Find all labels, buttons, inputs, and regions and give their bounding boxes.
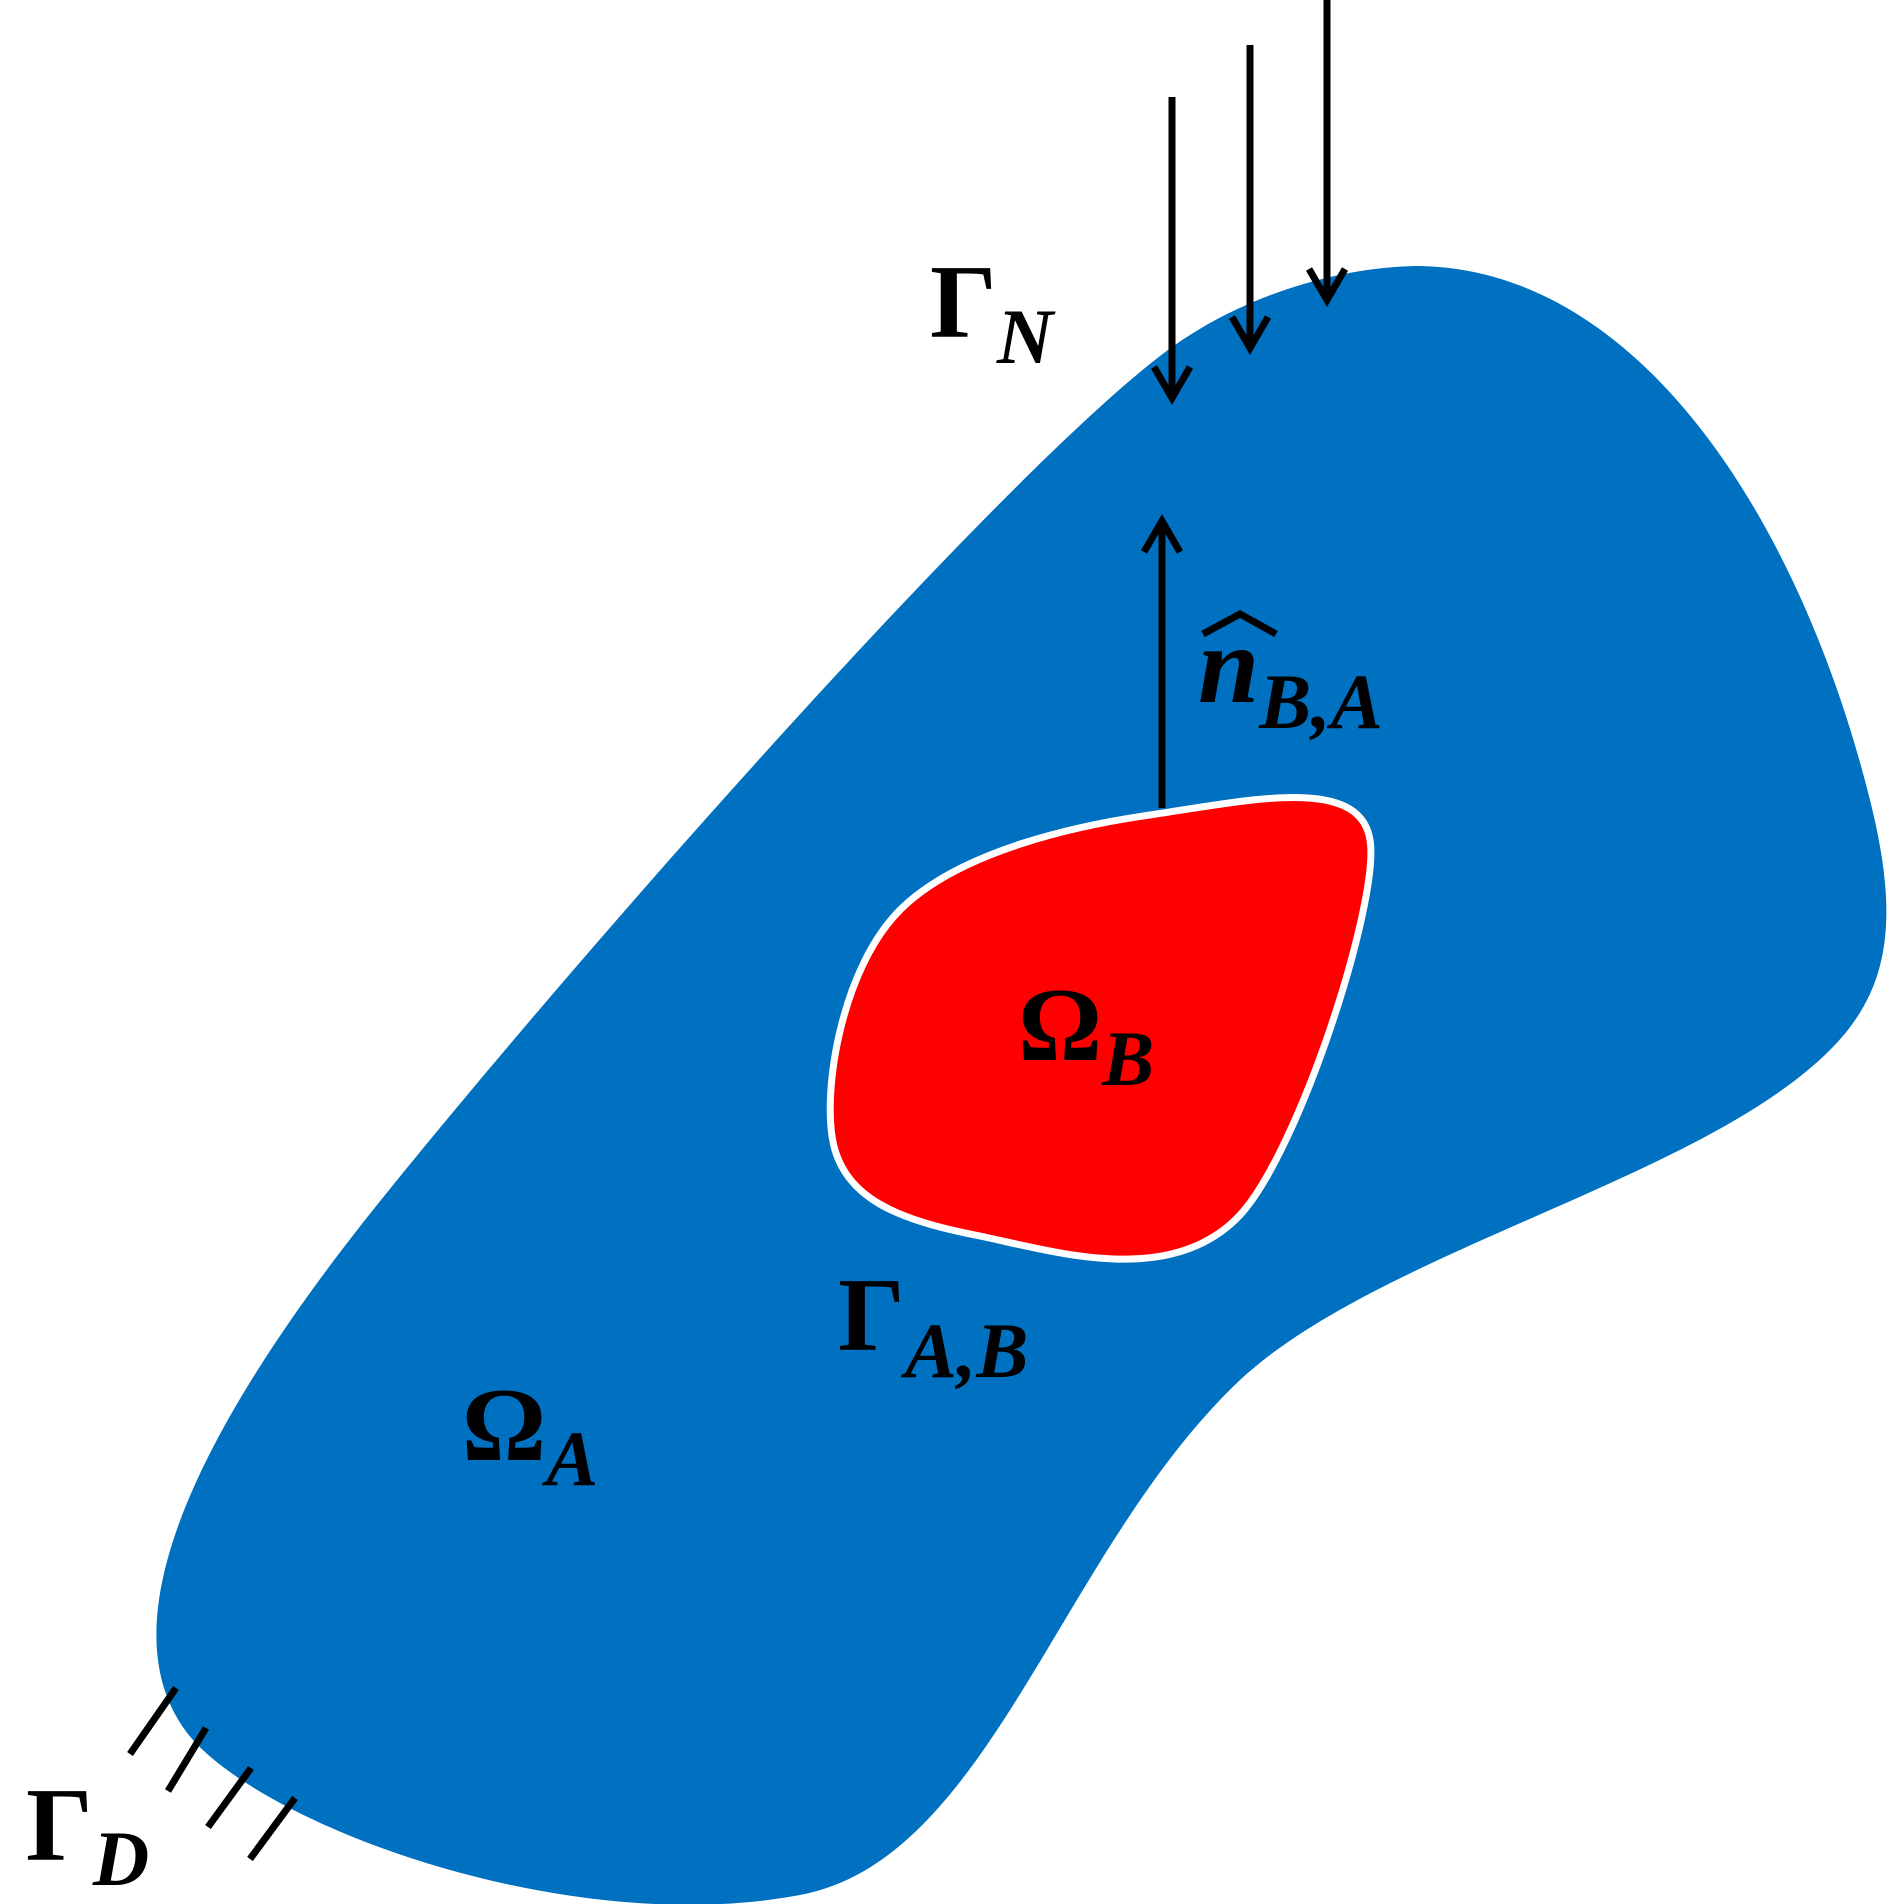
label-omega-a: ΩA xyxy=(462,1366,598,1502)
load-arrow xyxy=(1150,97,1194,405)
label-gamma-a-b: ΓA,B xyxy=(838,1256,1028,1394)
label-omega-b: ΩB xyxy=(1018,966,1154,1102)
neumann-load-arrows xyxy=(1150,0,1349,405)
normal-vector-arrow xyxy=(1140,514,1184,808)
svg-text:nB,A: nB,A xyxy=(1198,604,1383,745)
dirichlet-support-hatching xyxy=(127,1685,298,1862)
label-gamma-d: ΓD xyxy=(26,1766,149,1902)
label-gamma-n: ΓN xyxy=(930,243,1056,380)
hat-accent xyxy=(1201,610,1278,638)
load-arrow xyxy=(1305,0,1349,307)
label-normal-b-a: nB,A xyxy=(1198,604,1383,745)
load-arrow xyxy=(1228,45,1272,355)
domain-omega-b xyxy=(826,794,1375,1263)
